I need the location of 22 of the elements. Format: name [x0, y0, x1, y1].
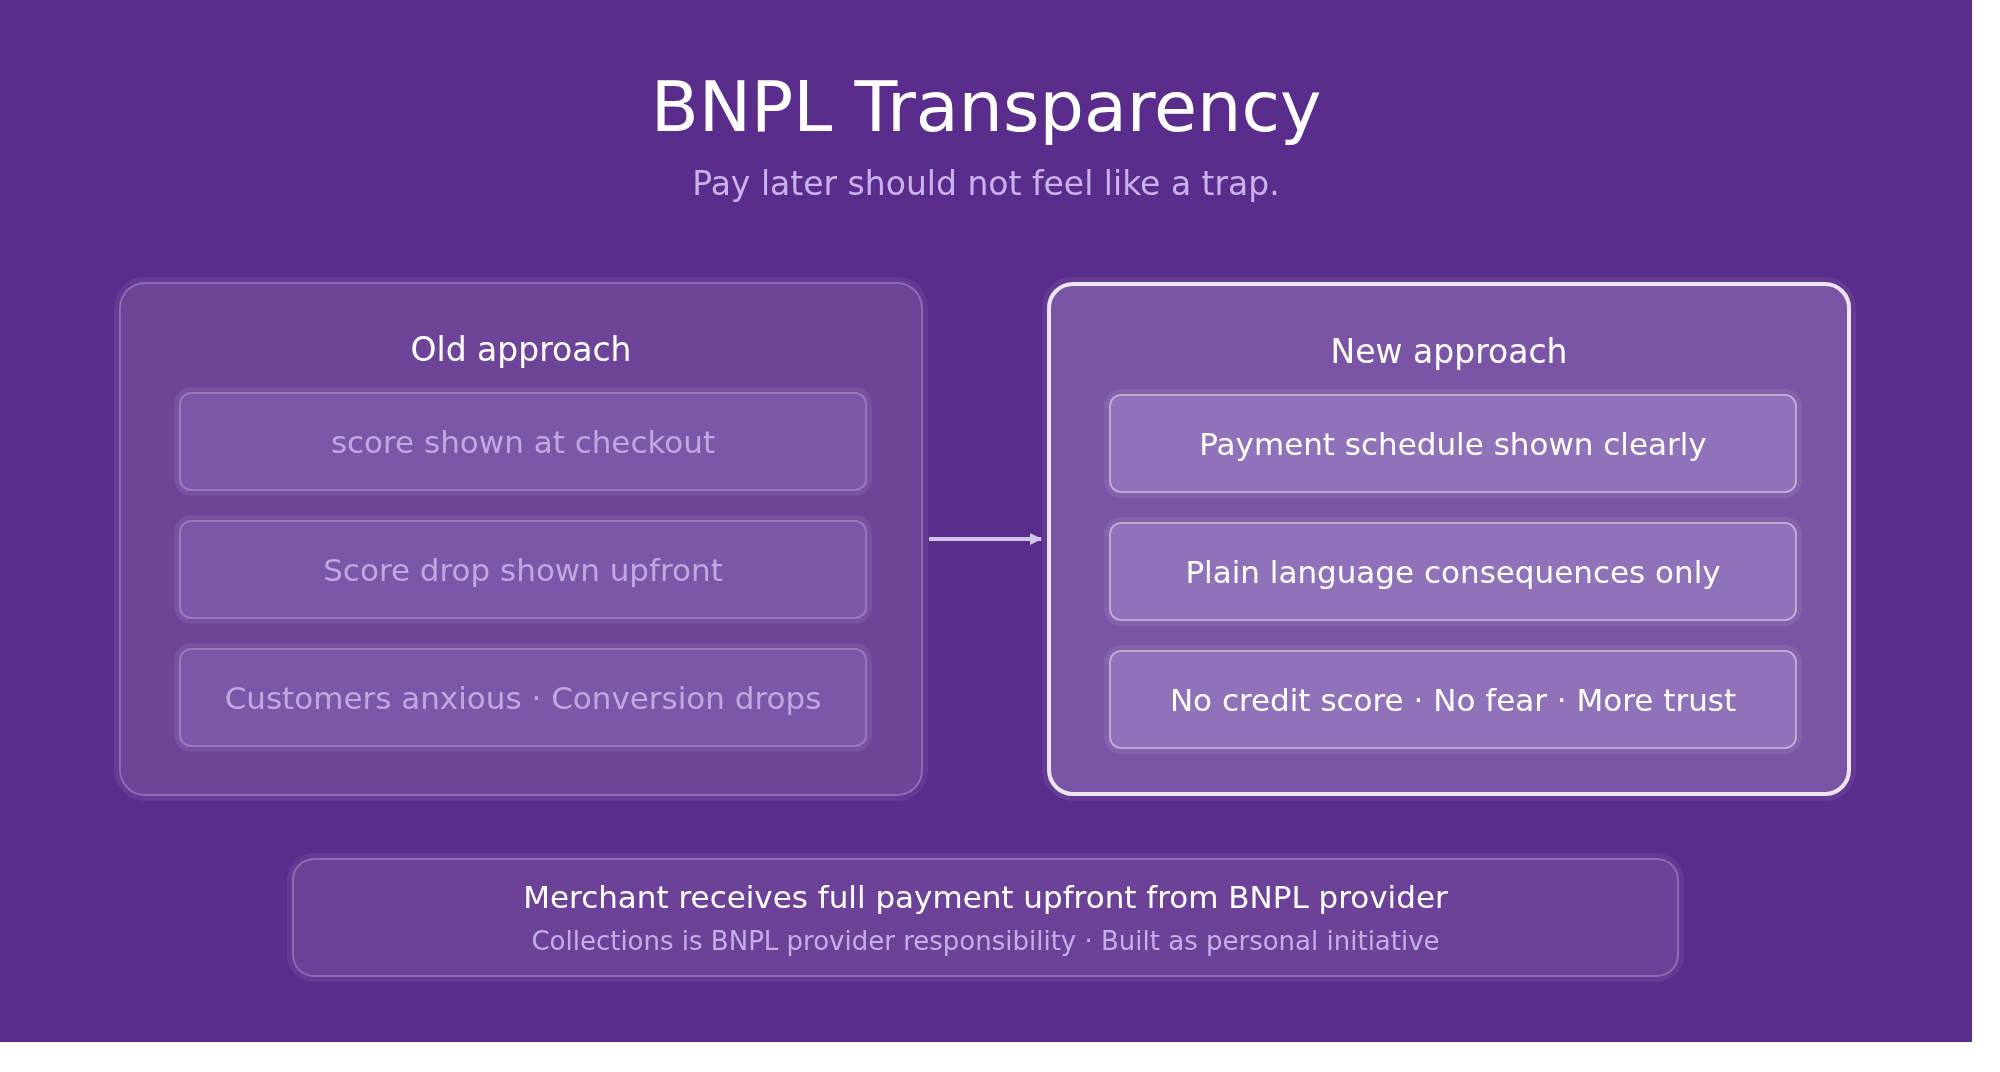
approach-panel — [119, 282, 923, 796]
item-box — [179, 392, 867, 491]
item-box — [1109, 650, 1797, 749]
item-box — [1109, 522, 1797, 621]
item-text: No credit score · No fear · More trust — [1168, 680, 1738, 720]
panel-heading: Old approach — [409, 329, 633, 371]
item-text: Payment schedule shown clearly — [1198, 424, 1708, 464]
item-text: score shown at checkout — [329, 422, 717, 462]
item-box — [179, 648, 867, 747]
arrow — [929, 533, 1042, 545]
approach-panel — [1047, 282, 1851, 796]
item-text: Plain language consequences only — [1184, 552, 1722, 592]
item-text: Score drop shown upfront — [322, 550, 724, 590]
item-box — [179, 520, 867, 619]
subtitle: Pay later should not feel like a trap. — [691, 163, 1281, 205]
note-text: Merchant receives full payment upfront from BNPL provider — [523, 877, 1448, 917]
note-box — [292, 858, 1679, 977]
panel-heading: New approach — [1329, 331, 1569, 373]
note-subtext: Collections is BNPL provider responsibility · Built as personal initiative — [531, 924, 1440, 958]
item-text: Customers anxious · Conversion drops — [223, 678, 823, 718]
title: BNPL Transparency — [649, 65, 1323, 150]
item-box — [1109, 394, 1797, 493]
